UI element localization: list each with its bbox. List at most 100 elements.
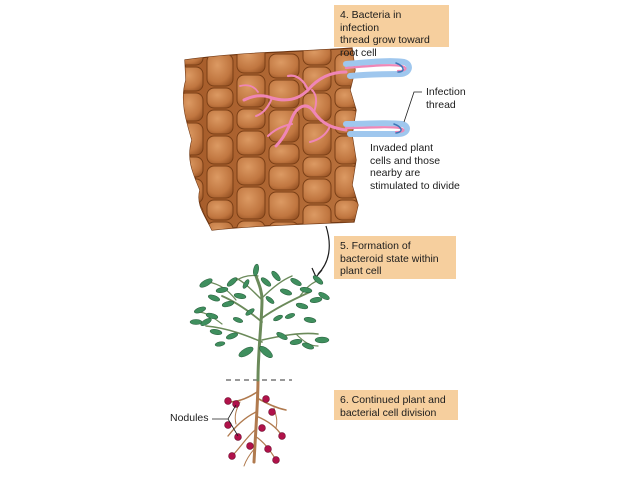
plant-cell — [268, 221, 300, 230]
plant-cell — [334, 165, 358, 199]
leaf — [245, 308, 255, 316]
plant-cell — [268, 191, 300, 221]
plant — [189, 263, 330, 467]
plant-cell — [183, 66, 204, 92]
plant-cell — [236, 74, 266, 108]
invaded-cells-label: Invaded plant cells and those nearby are… — [370, 142, 460, 192]
nodule — [268, 408, 276, 416]
nodule — [234, 433, 242, 441]
plant-cell — [206, 109, 234, 135]
plant-cell — [302, 156, 332, 178]
infection-thread-upper — [242, 70, 348, 102]
leaf — [309, 297, 323, 303]
plant-cell — [236, 130, 266, 156]
leaf — [318, 292, 330, 300]
plant-cell — [206, 221, 234, 230]
plant-cell — [268, 165, 300, 191]
leaf — [238, 346, 254, 358]
leaf — [314, 336, 330, 344]
leaf — [194, 306, 206, 314]
root — [227, 411, 257, 437]
leaf — [260, 277, 272, 287]
infection-threads — [239, 70, 348, 148]
plant-cell — [183, 204, 204, 230]
root-hair-upper — [343, 58, 412, 79]
leaf — [271, 270, 281, 282]
nodules-leader — [212, 404, 239, 437]
leaf — [214, 341, 226, 347]
leaf — [208, 294, 220, 302]
plant-cell — [183, 122, 204, 156]
plant-cell — [268, 53, 300, 79]
plant-cell — [179, 235, 203, 267]
plant-cell — [268, 143, 300, 165]
leaf — [259, 345, 273, 359]
plant-cell — [302, 48, 332, 66]
plant-cell — [206, 53, 234, 87]
leaf — [242, 279, 250, 289]
nodule — [228, 452, 236, 460]
leaf — [280, 288, 292, 296]
plant-cell — [183, 48, 204, 66]
leaf — [233, 293, 247, 299]
leaf — [299, 287, 313, 293]
leaf — [289, 339, 303, 345]
nodule — [258, 424, 266, 432]
leaf — [273, 314, 283, 322]
transition-arrow — [317, 225, 330, 275]
leaf — [226, 277, 238, 287]
plant-cell — [236, 220, 266, 230]
leaf — [295, 302, 309, 310]
plant-cell — [334, 135, 358, 165]
nodule — [224, 397, 232, 405]
nodule — [246, 442, 254, 450]
stem — [261, 275, 293, 299]
leaf — [200, 318, 212, 326]
leaf — [284, 313, 296, 319]
leaf — [205, 312, 219, 320]
leaf — [290, 278, 302, 286]
root — [252, 378, 260, 464]
root-tissue — [179, 47, 359, 267]
leaf — [209, 329, 223, 335]
plant-cell — [302, 66, 332, 92]
plant-cell — [302, 178, 332, 204]
step-5-callout: 5. Formation of bacteroid state within p… — [334, 236, 456, 279]
plant-cell — [236, 156, 266, 186]
plant-cell — [268, 79, 300, 109]
leaf — [276, 332, 288, 340]
plant-cell — [236, 108, 266, 130]
nodules-label: Nodules — [170, 412, 209, 424]
leaf — [215, 287, 229, 293]
leaf — [302, 342, 314, 350]
plant-cell — [206, 87, 234, 109]
plant-cell — [206, 135, 234, 165]
step-4-callout: 4. Bacteria in infection thread grow tow… — [334, 5, 449, 59]
leaf — [221, 300, 235, 308]
root-hair-lower — [343, 120, 410, 137]
leaf — [226, 332, 238, 340]
nodule — [232, 400, 240, 408]
stem — [205, 325, 263, 343]
stem — [254, 274, 264, 382]
leaf — [232, 317, 244, 323]
leaf — [303, 317, 317, 323]
stem — [261, 291, 311, 319]
stem — [221, 295, 263, 323]
leaf — [189, 319, 203, 325]
leaf — [253, 263, 259, 277]
infection-thread-label: Infection thread — [426, 86, 466, 111]
root — [243, 447, 256, 467]
plant-cell — [236, 186, 266, 220]
plant-cell — [334, 199, 358, 221]
plant-cell — [206, 165, 234, 199]
infection-thread-leader — [403, 91, 422, 123]
root — [256, 397, 287, 411]
plant-cell — [183, 92, 204, 122]
leaf — [199, 278, 213, 288]
nodule — [278, 432, 286, 440]
nodule — [262, 395, 270, 403]
nodule — [272, 456, 280, 464]
plant-cell — [236, 48, 266, 74]
